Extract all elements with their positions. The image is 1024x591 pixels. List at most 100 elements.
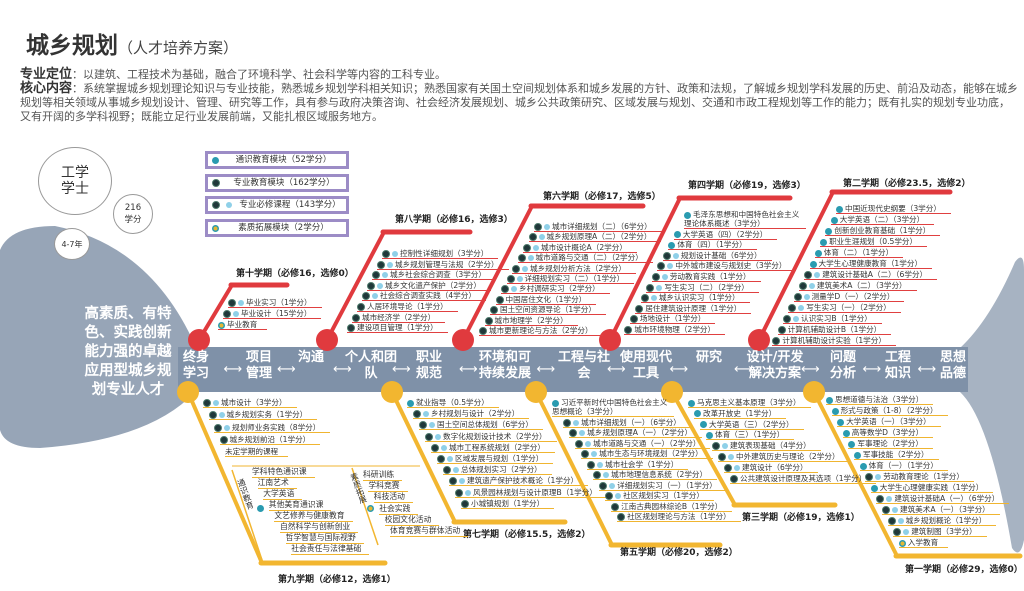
course-name: 城乡规划分析方法（2学分）: [530, 263, 626, 273]
required-course-icon: [903, 529, 910, 535]
major-ed-icon: [449, 477, 457, 486]
semester-title: 第一学期（必修29，选修0）: [905, 565, 1023, 575]
major-ed-icon: [228, 299, 236, 307]
course-item: 详细规划实习（一）（1学分）: [599, 481, 727, 491]
major-ed-icon: [212, 201, 220, 209]
major-ed-icon: [605, 492, 614, 500]
general-ed-icon: [836, 205, 843, 213]
course-name: 城市地理信息系统（2学分）: [611, 470, 708, 479]
course-item: 数字化规划设计技术（2学分）: [425, 432, 557, 442]
major-ed-icon: [617, 513, 626, 521]
general-ed-icon: [673, 231, 681, 239]
course-name: 建筑制图（3学分）: [911, 527, 977, 536]
course-name: 体育（二）（1学分）: [823, 248, 894, 257]
major-ed-icon: [461, 499, 469, 508]
course-item: 军事技能（2学分）: [854, 450, 939, 460]
course-name: 中国居住文化（1学分）: [505, 294, 587, 304]
general-ed-icon: [212, 156, 219, 164]
required-course-icon: [656, 284, 663, 291]
course-name: 城市经济学（2学分）: [362, 312, 436, 322]
course-name: 改革开放史（1学分）: [703, 408, 777, 418]
course-item: 城市生态与环境规划（2学分）: [581, 449, 713, 459]
course-name: 建筑设计基础A（二）（6学分）: [822, 270, 928, 279]
course-name: 体育（四）（1学分）: [677, 240, 747, 250]
course-name: 中外城市建设与规划史（3学分）: [675, 261, 787, 271]
major-ed-icon: [563, 418, 572, 427]
branch-node: [452, 329, 474, 351]
course-name: 形式与政策（1-8）（2学分）: [840, 406, 938, 415]
major-ed-icon: [425, 432, 433, 441]
course-name: 乡村调研实习（2学分）: [519, 284, 600, 294]
branch-node: [316, 329, 338, 351]
core-label: 核心内容: [20, 81, 73, 96]
course-item: 大学生心理健康教育（1学分）: [809, 259, 933, 269]
general-ed-icon: [814, 249, 822, 257]
required-course-icon: [522, 265, 528, 272]
required-course-icon: [579, 430, 586, 436]
required-course-icon: [465, 489, 471, 496]
course-name: 计算机辅助设计实验（1学分）: [782, 336, 886, 345]
major-ed-icon: [512, 264, 520, 273]
course-item: 大学英语（一）（3学分）: [837, 417, 941, 427]
major-ed-icon: [629, 315, 638, 324]
spine-label: 问题分析: [829, 350, 856, 381]
course-item: 职业生涯规划（0.5学分）: [820, 237, 928, 247]
general-ed-course: 文艺修养与健康教育: [274, 511, 353, 522]
required-course-icon: [798, 305, 805, 311]
course-name: 写生实习（二）（2学分）: [664, 282, 749, 292]
course-item: 城市经济学（2学分）: [352, 312, 446, 323]
course-name: 城市详细规划（二）（6学分）: [552, 222, 652, 231]
course-item: 建筑设计基础A（一）（6学分）: [876, 494, 1010, 504]
required-course-icon: [429, 422, 435, 429]
course-name: 总体规划实习（2学分）: [461, 465, 542, 475]
branch-node: [188, 329, 210, 351]
double-arrow-icon: ⟷: [277, 362, 296, 377]
required-course-icon: [372, 293, 378, 300]
course-name: 建筑表现基础（4学分）: [730, 441, 811, 451]
course-name: 乡村规划与设计（2学分）: [431, 409, 520, 419]
course-name: 高等数学D（3学分）: [851, 428, 924, 437]
course-name: 城乡规划概论（1学分）: [905, 516, 987, 525]
general-ed-course: 自然科学与创新创业: [280, 522, 359, 533]
course-item: 体育（二）（1学分）: [814, 248, 904, 258]
course-name: 城乡规划前沿（1学分）: [229, 434, 311, 444]
course-item: 城市道路与交通（一）（2学分）: [575, 439, 711, 449]
core-content: 核心内容：系统掌握城乡规划理论知识与专业技能，熟悉城乡规划学科相关知识；熟悉国家…: [20, 82, 1020, 124]
branch-line: [325, 231, 386, 341]
course-name: 中国近现代史纲要（3学分）: [845, 204, 941, 213]
course-item: 城乡规划分析方法（2学分）: [512, 264, 636, 274]
course-item: 中国居住文化（1学分）: [495, 294, 597, 305]
course-item: 建筑美术A（二）（3学分）: [798, 281, 917, 291]
major-ed-icon: [214, 423, 222, 432]
course-item: 场地设计（1学分）: [629, 314, 716, 325]
branch-node: [748, 329, 770, 351]
general-ed-icon: [684, 211, 691, 219]
sub-branch-line: [231, 469, 263, 561]
legend-label: 通识教育模块（52学分）: [235, 155, 332, 165]
required-course-icon: [734, 464, 740, 471]
course-item: 思想道德与法治（3学分）: [826, 395, 934, 405]
course-item: 中外建筑历史与理论（2学分）: [718, 452, 850, 462]
course-name: 劳动教育实践（1学分）: [669, 272, 751, 281]
course-item: 公共建筑设计原理及其选项（1学分）: [730, 474, 877, 484]
course-name: 规划师业务实践（8学分）: [232, 422, 321, 432]
course-item: 计算机辅助设计实验（1学分）: [772, 336, 896, 346]
double-arrow-icon: ⟷: [459, 362, 478, 377]
course-name: 测量学D（一）（2学分）: [811, 292, 895, 301]
major-ed-icon: [347, 324, 355, 333]
course-item: 城市环境物理（2学分）: [624, 325, 726, 335]
branch-node: [599, 329, 621, 351]
course-name: 毛泽东思想和中国特色社会主义理论体系概述（3学分）: [684, 210, 800, 228]
major-ed-icon: [528, 233, 537, 242]
major-ed-icon: [495, 295, 504, 304]
double-arrow-icon: ⟷: [392, 362, 411, 377]
course-name: 城乡规划原理A（一）（2学分）: [587, 428, 693, 437]
course-item: 社区规划理论与方法（1学分）: [617, 512, 741, 522]
general-ed-icon: [700, 421, 707, 429]
required-course-icon: [609, 482, 616, 489]
major-ed-icon: [479, 327, 487, 335]
course-name: 思想道德与法治（3学分）: [835, 395, 924, 404]
course-item: 城乡规划原理A（二）（2学分）: [528, 232, 662, 243]
course-item: 测量学D（一）（2学分）: [793, 292, 905, 302]
major-ed-icon: [413, 410, 421, 419]
